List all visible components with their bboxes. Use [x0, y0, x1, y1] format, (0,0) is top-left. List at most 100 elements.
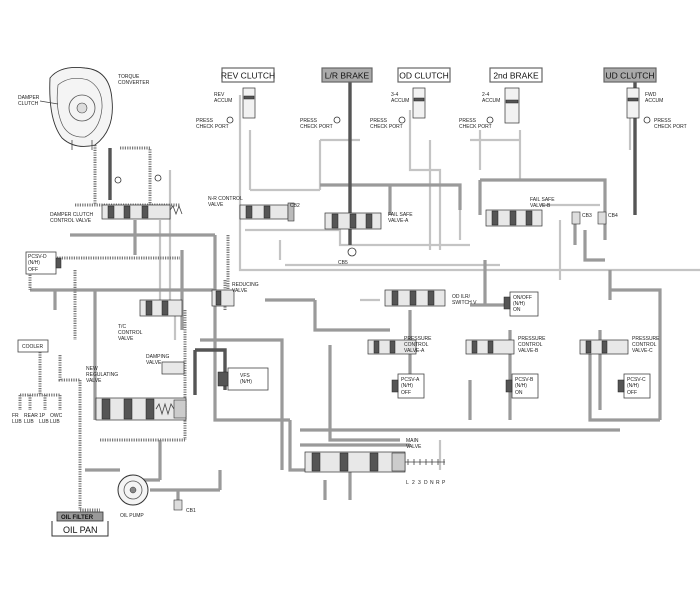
pressure-control-valve-c: PRESSURE CONTROL VALVE-C — [579, 336, 660, 355]
svg-text:CHECK PORT: CHECK PORT — [196, 124, 229, 130]
svg-text:VALVE: VALVE — [208, 202, 224, 208]
svg-text:PCSV-A: PCSV-A — [401, 377, 420, 383]
ud-accumulator: FWD ACCUM — [626, 87, 663, 119]
svg-text:PRESS: PRESS — [654, 118, 672, 124]
svg-text:ACCUM: ACCUM — [214, 98, 232, 104]
svg-text:VALVE: VALVE — [232, 288, 248, 294]
od-accumulator: 3-4 ACCUM — [391, 87, 426, 119]
check-balls-3-4: CB3 CB4 — [571, 211, 618, 225]
oil-pump: OIL PUMP — [117, 474, 149, 519]
svg-text:PRESS: PRESS — [370, 118, 388, 124]
svg-text:PRESS: PRESS — [196, 118, 214, 124]
fail-safe-valve-b: FAIL SAFE VALVE-B — [485, 197, 555, 227]
svg-text:LUB: LUB — [50, 419, 60, 425]
damper-clutch-control-valve: DAMPER CLUTCH CONTROL VALVE — [50, 204, 183, 224]
header-boxes: REV CLUTCH L/R BRAKE OD CLUTCH 2nd BRAKE… — [221, 67, 657, 83]
svg-text:R: R — [436, 480, 440, 486]
svg-text:VALVE: VALVE — [406, 444, 422, 450]
pcsv-b: PCSV-B (N/H) ON — [505, 373, 539, 399]
od-check-port: PRESS CHECK PORT — [370, 116, 406, 130]
svg-text:ON: ON — [515, 390, 523, 396]
svg-text:(N/H): (N/H) — [401, 383, 413, 389]
svg-text:ACCUM: ACCUM — [391, 98, 409, 104]
svg-text:ACCUM: ACCUM — [645, 98, 663, 104]
svg-text:CONVERTER: CONVERTER — [118, 80, 150, 86]
svg-text:PRESS: PRESS — [300, 118, 318, 124]
oil-pan: OIL PAN — [51, 521, 109, 537]
pressure-gauge-icon — [154, 174, 162, 182]
range-markers — [407, 459, 445, 465]
svg-text:CB2: CB2 — [290, 203, 300, 209]
pressure-gauge-icon — [398, 116, 406, 124]
svg-text:3-4: 3-4 — [391, 92, 398, 98]
ud-clutch-box — [603, 67, 657, 83]
rev-check-port: PRESS CHECK PORT — [196, 116, 234, 130]
svg-text:(N/H): (N/H) — [28, 260, 40, 266]
svg-text:2: 2 — [412, 480, 415, 486]
od-clutch-label: OD CLUTCH — [399, 71, 449, 81]
svg-text:OIL PAN: OIL PAN — [63, 525, 98, 535]
svg-text:CB1: CB1 — [186, 508, 196, 514]
svg-text:CLUTCH: CLUTCH — [18, 101, 39, 107]
ud-clutch-label: UD CLUTCH — [605, 71, 654, 81]
svg-text:D: D — [424, 480, 428, 486]
ud-check-port: PRESS CHECK PORT — [643, 116, 687, 130]
rev-clutch-box — [221, 67, 275, 83]
svg-text:ON: ON — [513, 307, 521, 313]
lr-brake-box — [321, 67, 373, 83]
svg-text:VALVE-B: VALVE-B — [518, 348, 539, 354]
rev-accumulator: REV ACCUM — [214, 87, 256, 119]
oil-filter: OIL FILTER — [56, 511, 104, 522]
svg-text:VALVE-A: VALVE-A — [404, 348, 425, 354]
svg-text:LUB: LUB — [24, 419, 34, 425]
svg-text:DAMPER: DAMPER — [18, 95, 40, 101]
pcsv-c: PCSV-C (N/H) OFF — [617, 373, 651, 399]
pressure-control-valve-a: PRESSURE CONTROL VALVE-A — [367, 336, 432, 355]
svg-text:(N/H): (N/H) — [240, 379, 252, 385]
svg-text:CONTROL: CONTROL — [404, 342, 429, 348]
signal-lines — [158, 90, 700, 470]
svg-text:OWC: OWC — [50, 413, 63, 419]
svg-text:ON/OFF: ON/OFF — [513, 295, 532, 301]
svg-text:PRESSURE: PRESSURE — [632, 336, 660, 342]
new-regulating-valve: NEW REGULATING VALVE — [86, 366, 187, 421]
svg-text:2-4: 2-4 — [482, 92, 489, 98]
svg-text:PRESSURE: PRESSURE — [518, 336, 546, 342]
svg-text:PCSV-D: PCSV-D — [28, 254, 47, 260]
od-ilr-switch-valve: OD ILR/ SWITCH V — [384, 289, 477, 307]
cooler: COOLER — [17, 339, 49, 353]
svg-text:CHECK PORT: CHECK PORT — [459, 124, 492, 130]
svg-text:FR: FR — [12, 413, 19, 419]
pressure-gauge-icon — [643, 116, 651, 124]
second-check-port: PRESS CHECK PORT — [459, 116, 494, 130]
svg-text:REAR: REAR — [24, 413, 38, 419]
svg-text:VALVE-A: VALVE-A — [388, 218, 409, 224]
damping-valve: DAMPING VALVE — [146, 354, 185, 375]
svg-text:DAMPING: DAMPING — [146, 354, 169, 360]
svg-text:VALVE: VALVE — [146, 360, 162, 366]
pressure-gauge-icon — [333, 116, 341, 124]
svg-text:CONTROL: CONTROL — [632, 342, 657, 348]
svg-text:PCSV-B: PCSV-B — [515, 377, 534, 383]
svg-text:FAIL SAFE: FAIL SAFE — [530, 197, 555, 203]
svg-text:DAMPER CLUTCH: DAMPER CLUTCH — [50, 212, 93, 218]
svg-text:OFF: OFF — [28, 267, 38, 273]
svg-text:PRESSURE: PRESSURE — [404, 336, 432, 342]
pcsv-a: PCSV-A (N/H) OFF — [391, 373, 425, 399]
pressure-gauge-icon — [486, 116, 494, 124]
svg-text:SWITCH V: SWITCH V — [452, 300, 477, 306]
svg-text:(N/H): (N/H) — [513, 301, 525, 307]
svg-text:LUB: LUB — [12, 419, 22, 425]
svg-text:REV: REV — [214, 92, 225, 98]
fail-safe-valve-a: FAIL SAFE VALVE-A CB5 — [324, 212, 413, 266]
svg-text:REDUCING: REDUCING — [232, 282, 259, 288]
svg-text:FWD: FWD — [645, 92, 657, 98]
pressure-gauge-icon — [114, 176, 122, 184]
svg-text:ACCUM: ACCUM — [482, 98, 500, 104]
od-clutch-box — [397, 67, 451, 83]
svg-text:OFF: OFF — [627, 390, 637, 396]
svg-text:TORQUE: TORQUE — [118, 74, 140, 80]
svg-text:1P: 1P — [39, 413, 46, 419]
torque-converter: TORQUE CONVERTER DAMPER CLUTCH — [18, 67, 150, 150]
